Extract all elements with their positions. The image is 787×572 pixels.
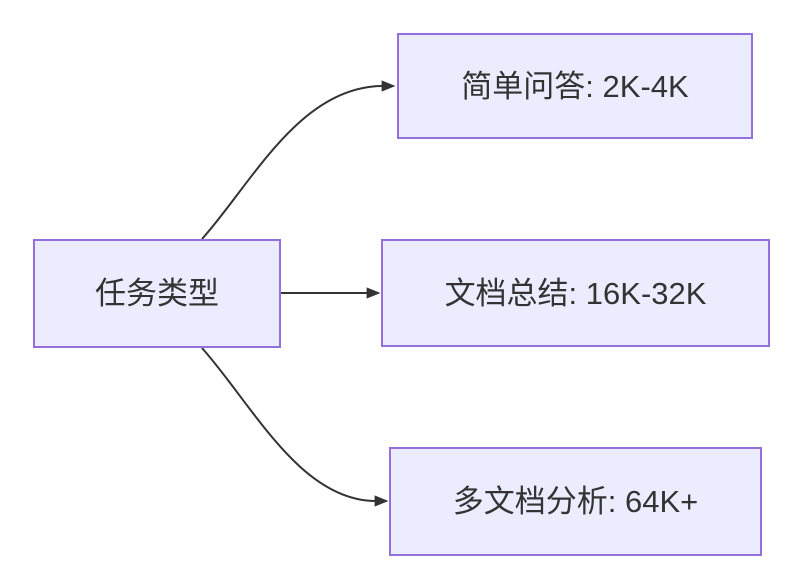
node-task-type: 任务类型 [33, 239, 281, 348]
node-task-type-label: 任务类型 [95, 276, 219, 311]
node-multi-doc-label: 多文档分析: 64K+ [452, 484, 699, 519]
node-doc-summary-label: 文档总结: 16K-32K [444, 275, 707, 311]
node-multi-doc: 多文档分析: 64K+ [389, 447, 762, 556]
node-doc-summary: 文档总结: 16K-32K [381, 239, 770, 347]
node-simple-qa-label: 简单问答: 2K-4K [461, 68, 689, 104]
node-simple-qa: 简单问答: 2K-4K [397, 33, 753, 139]
edge-task-to-multi-doc [201, 347, 389, 507]
edge-task-to-simple-qa [201, 80, 396, 240]
